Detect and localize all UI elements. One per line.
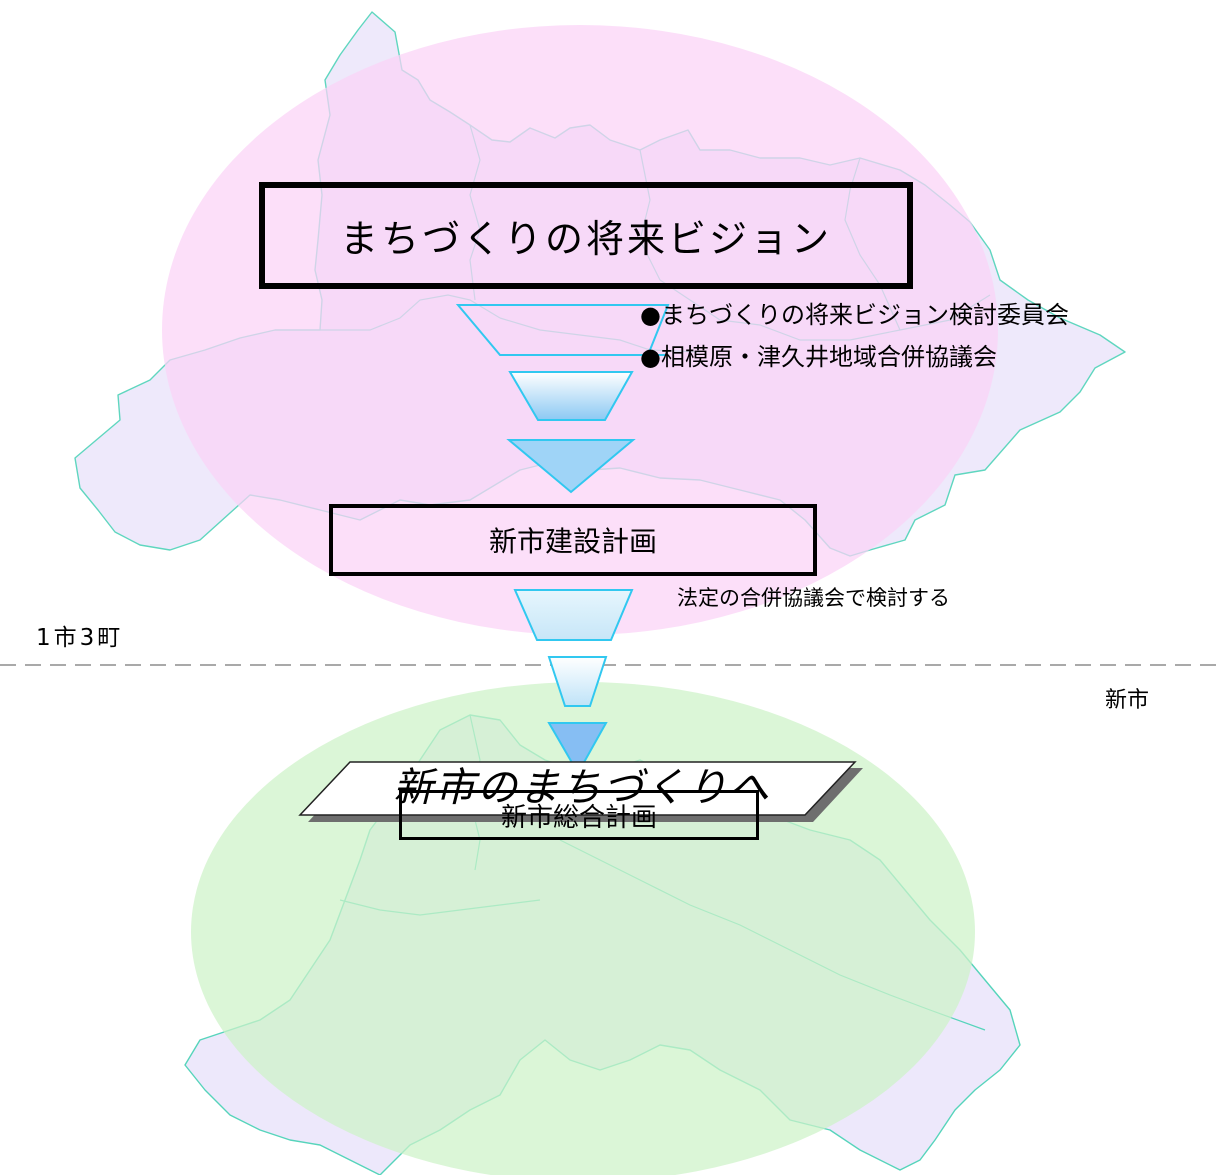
comprehensive-plan-title: 新市総合計画 xyxy=(500,802,657,833)
banner-text: 新市のまちづくりへ xyxy=(393,765,771,811)
banner-shape xyxy=(298,761,857,816)
funnel-trapezoid-3 xyxy=(513,589,634,641)
divider-left-label: 1市3町 xyxy=(36,625,124,651)
upper-ellipse xyxy=(162,25,998,635)
divider-right-label: 新市 xyxy=(1105,688,1150,713)
body-item-1: ●まちづくりの将来ビジョン検討委員会 xyxy=(640,301,1069,329)
funnel-trapezoid-2 xyxy=(508,371,634,421)
funnel-triangle-2 xyxy=(547,722,608,776)
body-item-2: ●相模原・津久井地域合併協議会 xyxy=(640,343,997,371)
comprehensive-plan-box: 新市総合計画 xyxy=(399,790,759,840)
vision-title: まちづくりの将来ビジョン xyxy=(339,217,832,261)
funnel-trapezoid-4 xyxy=(547,656,608,707)
construction-plan-title: 新市建設計画 xyxy=(488,525,657,558)
vision-box: まちづくりの将来ビジョン xyxy=(259,182,913,289)
legal-note: 法定の合併協議会で検討する xyxy=(677,586,950,610)
funnel-triangle-1 xyxy=(506,439,636,494)
construction-plan-box: 新市建設計画 xyxy=(329,504,817,576)
